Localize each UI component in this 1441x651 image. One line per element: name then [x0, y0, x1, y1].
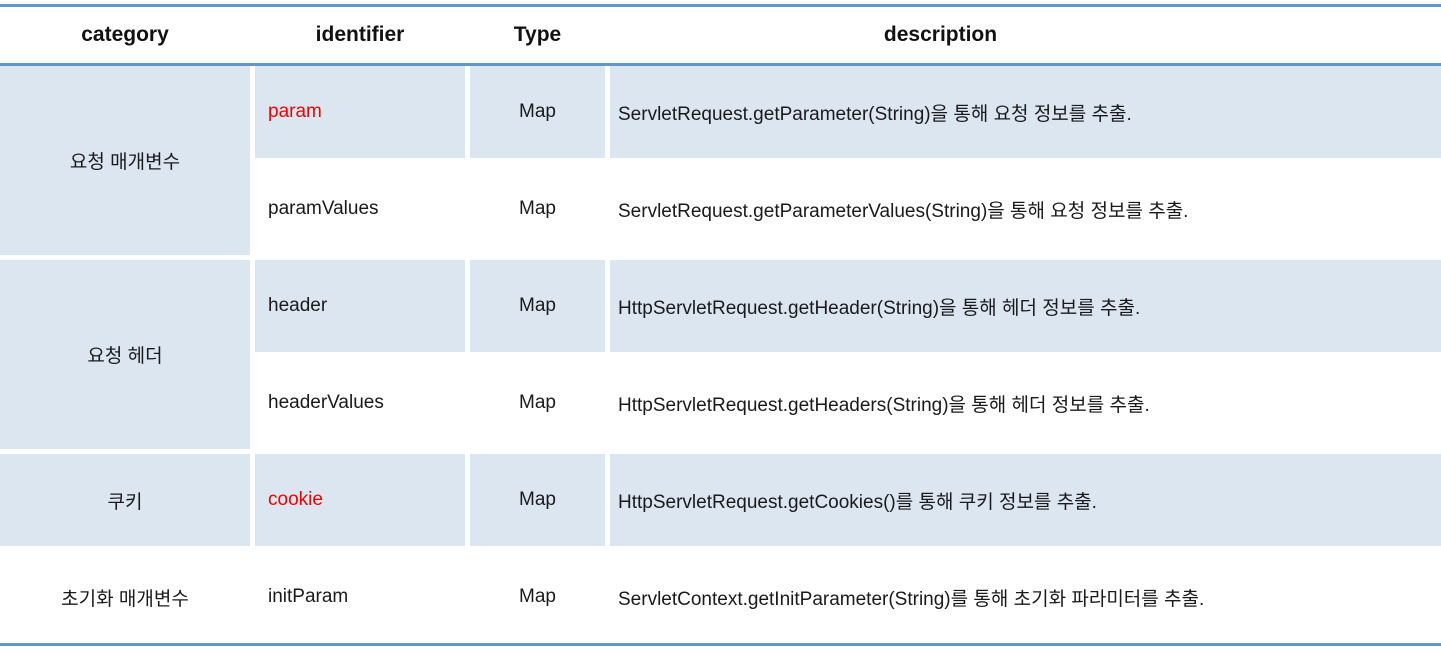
identifier-cell: paramValues — [268, 198, 379, 219]
identifier-cell: headerValues — [268, 392, 384, 413]
column-header-description: description — [883, 23, 998, 46]
category-cell-cookie: 쿠키 — [0, 454, 250, 546]
type-cell: Map — [519, 392, 556, 413]
identifier-cell: header — [255, 260, 465, 352]
description-cell: HttpServletRequest.getHeaders(String)을 통… — [618, 394, 1150, 416]
identifier-cell: cookie — [255, 454, 465, 546]
identifier-cell: initParam — [268, 586, 349, 607]
description-cell: ServletContext.getInitParameter(String)를… — [618, 588, 1205, 610]
description-cell: HttpServletRequest.getCookies()를 통해 쿠키 정… — [610, 454, 1441, 546]
table-body: 요청 매개변수 param Map ServletRequest.getPara… — [0, 66, 1441, 643]
description-cell: HttpServletRequest.getHeader(String)을 통해… — [610, 260, 1441, 352]
type-cell: Map — [470, 454, 605, 546]
identifier-cell: param — [255, 66, 465, 158]
table-top-border — [0, 4, 1441, 7]
column-header-identifier: identifier — [315, 23, 405, 46]
category-cell-init-params: 초기화 매개변수 — [61, 588, 189, 610]
category-cell-request-params: 요청 매개변수 — [0, 66, 250, 255]
header-divider — [0, 63, 1441, 66]
column-header-category: category — [81, 23, 169, 46]
category-cell-request-headers: 요청 헤더 — [0, 260, 250, 449]
type-cell: Map — [519, 198, 556, 219]
type-cell: Map — [470, 260, 605, 352]
type-cell: Map — [519, 586, 556, 607]
type-cell: Map — [470, 66, 605, 158]
description-cell: ServletRequest.getParameterValues(String… — [618, 200, 1189, 222]
table-header-row: category identifier Type description — [0, 7, 1441, 63]
table-bottom-border — [0, 643, 1441, 646]
column-header-type: Type — [513, 23, 562, 46]
description-cell: ServletRequest.getParameter(String)을 통해 … — [610, 66, 1441, 158]
